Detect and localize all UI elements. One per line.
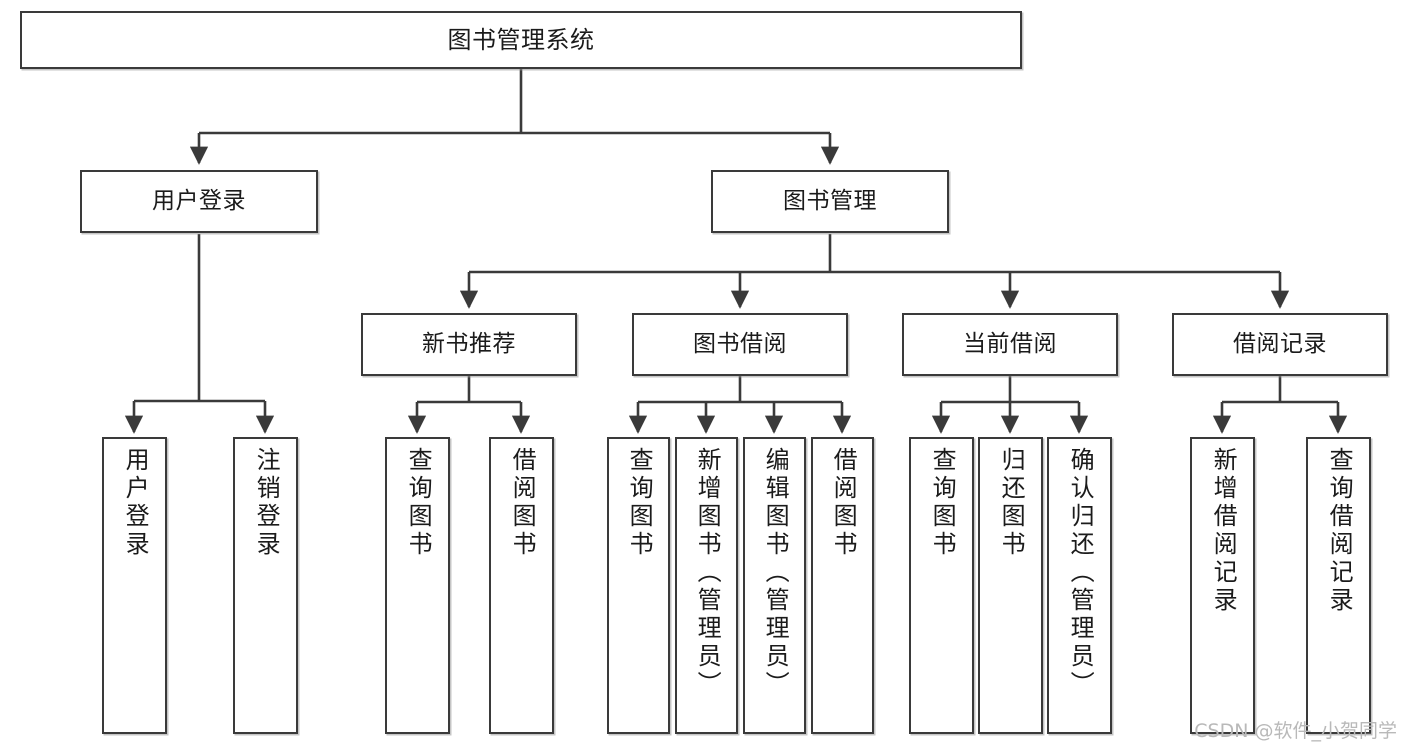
node-label: 归还图书 — [997, 447, 1026, 559]
leaf-user-login-login[interactable]: 用户登录 — [102, 437, 167, 734]
leaf-user-login-logout[interactable]: 注销登录 — [233, 437, 298, 734]
leaf-current-query-book[interactable]: 查询图书 — [909, 437, 974, 734]
node-label: 查询图书 — [928, 447, 957, 559]
node-label: 查询图书 — [625, 447, 654, 559]
node-label: 编辑图书（管理员） — [761, 447, 790, 699]
leaf-recommend-query-book[interactable]: 查询图书 — [385, 437, 450, 734]
node-book-management[interactable]: 图书管理 — [711, 170, 949, 233]
node-label: 查询借阅记录 — [1325, 447, 1354, 615]
leaf-current-confirm-return-admin[interactable]: 确认归还（管理员） — [1047, 437, 1112, 734]
node-label: 新增借阅记录 — [1209, 447, 1238, 615]
leaf-record-add-record[interactable]: 新增借阅记录 — [1190, 437, 1255, 734]
node-label: 图书借阅 — [693, 330, 787, 357]
node-label: 借阅记录 — [1233, 330, 1327, 357]
node-label: 新增图书（管理员） — [693, 447, 722, 699]
csdn-watermark: CSDN @软件_小贺同学 — [1194, 720, 1397, 742]
leaf-borrow-edit-book-admin[interactable]: 编辑图书（管理员） — [743, 437, 806, 734]
node-label: 用户登录 — [152, 187, 246, 214]
leaf-record-query-record[interactable]: 查询借阅记录 — [1306, 437, 1371, 734]
node-label: 借阅图书 — [508, 447, 537, 559]
node-borrow-record[interactable]: 借阅记录 — [1172, 313, 1388, 376]
node-root-book-management-system[interactable]: 图书管理系统 — [20, 11, 1022, 69]
node-label: 查询图书 — [404, 447, 433, 559]
node-label: 新书推荐 — [422, 330, 516, 357]
leaf-borrow-add-book-admin[interactable]: 新增图书（管理员） — [675, 437, 738, 734]
leaf-recommend-borrow-book[interactable]: 借阅图书 — [489, 437, 554, 734]
node-new-book-recommend[interactable]: 新书推荐 — [361, 313, 577, 376]
node-label: 用户登录 — [121, 447, 150, 559]
node-label: 图书管理 — [783, 187, 877, 214]
leaf-borrow-query-book[interactable]: 查询图书 — [607, 437, 670, 734]
leaf-current-return-book[interactable]: 归还图书 — [978, 437, 1043, 734]
node-label: 借阅图书 — [829, 447, 858, 559]
node-label: 图书管理系统 — [447, 25, 595, 54]
node-book-borrow[interactable]: 图书借阅 — [632, 313, 848, 376]
node-current-borrow[interactable]: 当前借阅 — [902, 313, 1118, 376]
node-label: 注销登录 — [252, 447, 281, 559]
leaf-borrow-borrow-book[interactable]: 借阅图书 — [811, 437, 874, 734]
node-label: 当前借阅 — [963, 330, 1057, 357]
node-user-login[interactable]: 用户登录 — [80, 170, 318, 233]
node-label: 确认归还（管理员） — [1066, 447, 1095, 699]
